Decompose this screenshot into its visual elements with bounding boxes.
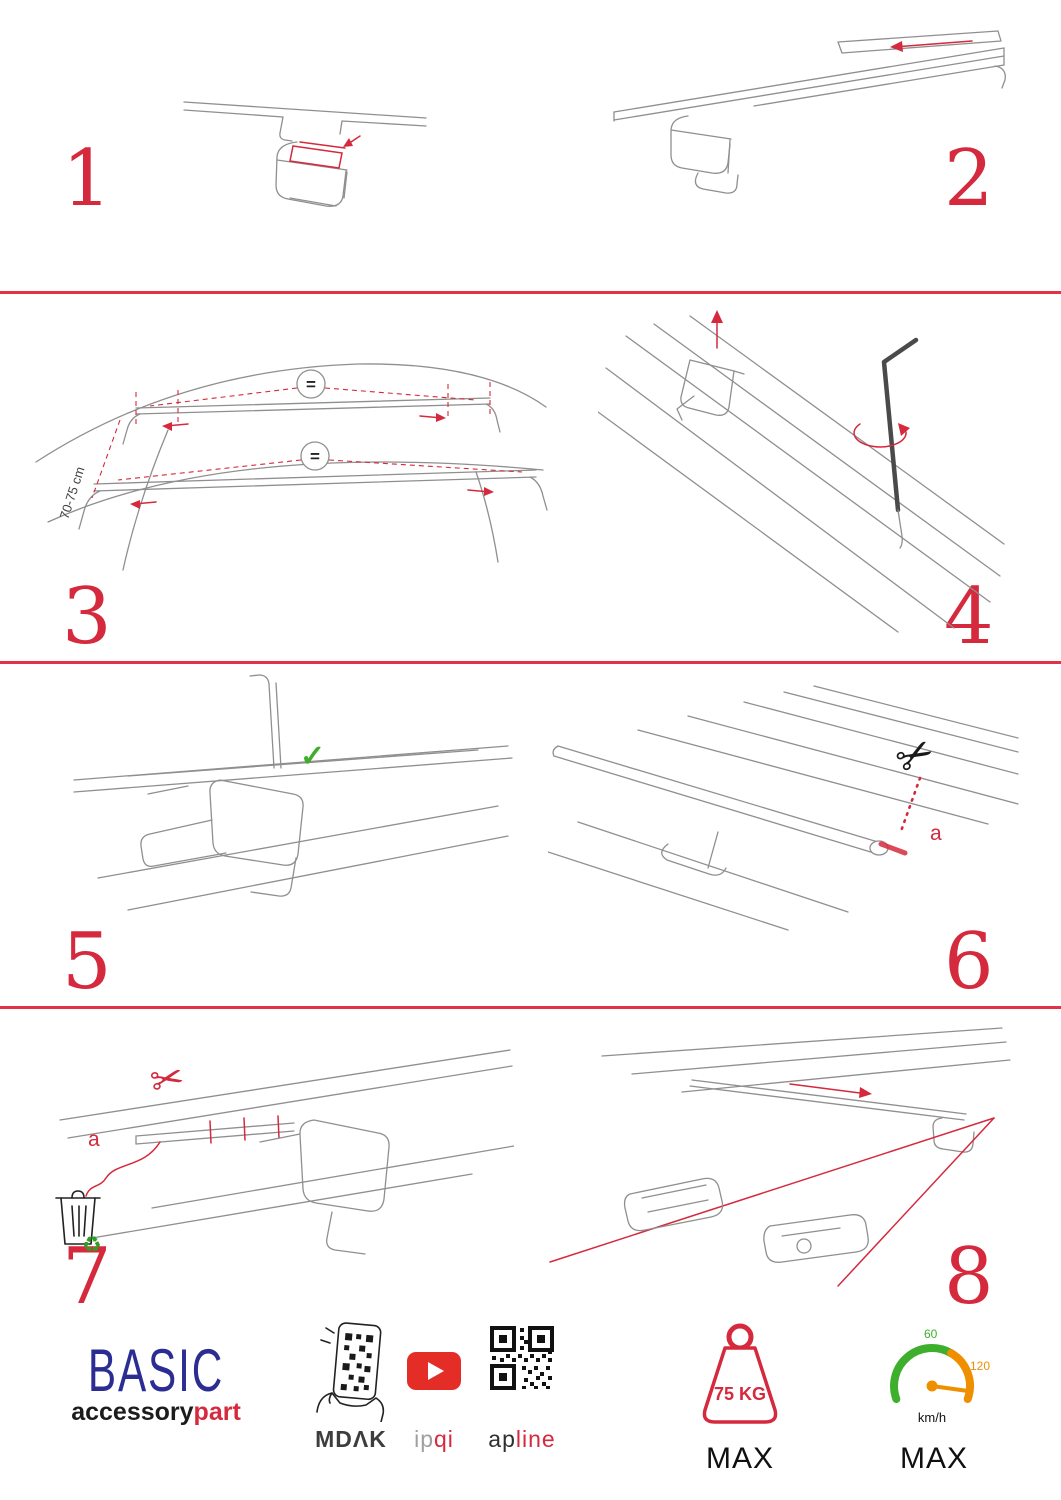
step-5-illustration: ✓ (73, 674, 513, 911)
qr-modules (492, 1328, 552, 1389)
equal-spacing-circle-rear (296, 369, 326, 399)
step-3-illustration: = = 70-75 cm (35, 363, 548, 571)
gauge-min-label: 60 (924, 1327, 938, 1341)
slide-direction-arrow (890, 40, 973, 52)
phone-qr-scan-icon (316, 1322, 385, 1422)
gauge-max-label: 120 (970, 1359, 990, 1373)
partner-ipqi-gray: ip (414, 1426, 434, 1452)
step-6-number: 6 (944, 917, 994, 1007)
equal-spacing-label-rear: = (306, 375, 316, 394)
step-7-illustration: ✂ a ♻ (55, 1049, 514, 1257)
rotate-arrow (853, 423, 910, 448)
step-4-illustration (598, 310, 1005, 633)
play-icon (428, 1362, 444, 1380)
lift-arrow (711, 310, 723, 349)
recycle-icon: ♻ (82, 1232, 102, 1257)
brand-logo: BASIC (87, 1335, 225, 1404)
max-speed-gauge-icon: 60 120 km/h (890, 1327, 990, 1425)
brand-subtitle: accessorypart (68, 1398, 244, 1427)
trash-bin-icon (55, 1190, 101, 1245)
gauge-needle (930, 1384, 970, 1393)
strip-direction-arrow (789, 1083, 872, 1098)
step-4-number: 4 (944, 572, 994, 662)
brand-subtitle-red: part (193, 1398, 241, 1426)
step-5-number: 5 (62, 917, 112, 1007)
partner-apline-red: line (515, 1426, 556, 1452)
max-load-label: MAX (705, 1442, 774, 1475)
partner-apline-dark: ap (488, 1426, 516, 1452)
cut-point-label: a (930, 822, 942, 845)
step-3-number: 3 (62, 572, 112, 662)
brand-subtitle-dark: accessory (71, 1398, 194, 1426)
cut-piece-label: a (88, 1128, 100, 1151)
check-icon: ✓ (300, 740, 325, 773)
section-divider-1 (0, 291, 1061, 294)
qr-code-icon (490, 1326, 554, 1390)
max-speed-label: MAX (899, 1442, 968, 1475)
max-load-value: 75 KG (714, 1384, 766, 1404)
cut-line (898, 776, 922, 836)
zoom-callout-lines (549, 1117, 995, 1287)
partner-ipqi-label: ipqi (404, 1426, 464, 1453)
step-2-number: 2 (944, 134, 994, 224)
step-7-number: 7 (62, 1232, 112, 1322)
scissors-icon: ✂ (887, 726, 943, 787)
section-divider-2 (0, 661, 1061, 664)
step-8-number: 8 (944, 1232, 994, 1322)
brand-block: BASIC accessorypart (68, 1334, 244, 1427)
step-6-illustration: ✂ a (548, 685, 1019, 931)
partner-ipqi-red: qi (434, 1426, 454, 1452)
step-2-illustration (613, 30, 1006, 194)
gauge-unit-label: km/h (918, 1410, 946, 1425)
partner-apline-label: apline (472, 1426, 572, 1453)
equal-spacing-circle-front (300, 441, 330, 471)
discard-path (85, 1141, 161, 1197)
max-load-weight-icon: 75 KG (702, 1323, 778, 1424)
qr-finder-patterns (490, 1326, 554, 1390)
section-divider-3 (0, 1006, 1061, 1009)
insert-plate-highlight (289, 135, 361, 169)
step-8-illustration (549, 1027, 1011, 1287)
strip-end-highlight (878, 841, 908, 856)
step-1-illustration (183, 101, 427, 207)
equal-spacing-label-front: = (310, 447, 320, 466)
allen-key-icon (881, 337, 919, 549)
youtube-icon (407, 1352, 461, 1390)
step-1-number: 1 (62, 134, 112, 224)
scissors-icon: ✂ (146, 1055, 188, 1105)
partner-mdak-label: MDΛK (315, 1426, 387, 1452)
